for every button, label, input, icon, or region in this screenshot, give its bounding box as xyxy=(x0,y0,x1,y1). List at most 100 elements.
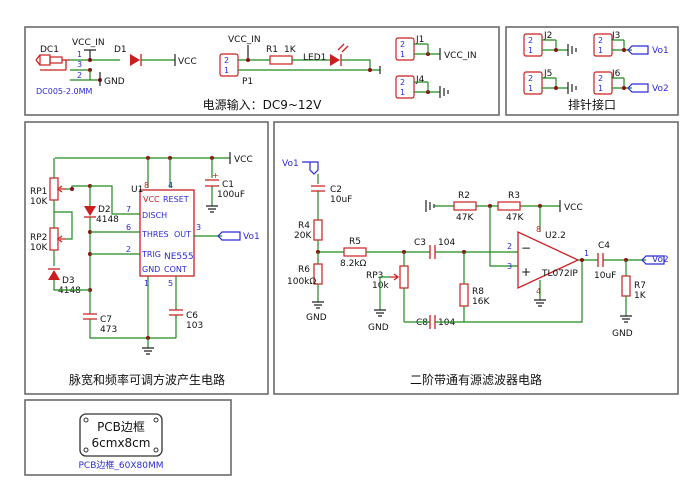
vo2-port-header: Vo2 xyxy=(652,84,669,94)
u1-pin-number-1: 1 xyxy=(144,279,149,288)
pcb-footprint: PCB边框_60X80MM xyxy=(79,459,164,471)
p1-ref: P1 xyxy=(242,77,253,87)
r1-ref: R1 xyxy=(266,45,278,55)
connector-j4: 2 1 J4 xyxy=(395,75,425,99)
u2-ref: U2.2 xyxy=(545,231,566,241)
gnd-label-filter-3: GND xyxy=(612,329,633,339)
u1-part: NE555 xyxy=(164,252,194,262)
connector-j3: 2 1 J3 xyxy=(593,31,620,57)
j2-ref: J2 xyxy=(543,31,552,41)
c6-value: 103 xyxy=(186,321,203,331)
rp3-value: 10k xyxy=(372,281,389,291)
vcc-label-filter: VCC xyxy=(564,203,583,213)
capacitor-c4: C4 10uF xyxy=(594,241,616,281)
r3-ref: R3 xyxy=(508,191,520,201)
j5-ref: J5 xyxy=(543,69,552,79)
c4-ref: C4 xyxy=(598,241,610,251)
c3-value: 104 xyxy=(438,238,455,248)
r7-value: 1K xyxy=(634,291,647,301)
u1-pin-number-5: 5 xyxy=(168,279,173,288)
u1-pin-number-6: 6 xyxy=(126,223,131,232)
d1-ref: D1 xyxy=(114,45,127,55)
square-wave-panel-title: 脉宽和频率可调方波产生电路 xyxy=(69,372,225,387)
gnd-label-power: GND xyxy=(104,77,125,87)
u2-plus-sign: + xyxy=(521,265,531,279)
vcc-in-label-1: VCC_IN xyxy=(72,38,105,48)
r4-value: 20K xyxy=(294,231,312,241)
c1-value: 100uF xyxy=(217,190,245,200)
j1-pin-2: 2 xyxy=(400,40,405,49)
connector-j2: 2 1 J2 xyxy=(523,31,552,57)
power-panel-frame xyxy=(24,26,500,116)
c6-ref: C6 xyxy=(186,311,198,321)
j4-pin-2: 2 xyxy=(400,78,405,87)
c1-plus: + xyxy=(212,171,219,180)
pcb-size: 6cmx8cm xyxy=(92,436,151,450)
c7-ref: C7 xyxy=(100,315,112,325)
potentiometer-rp1: RP1 10K xyxy=(30,177,66,207)
resistor-r8: R8 16K xyxy=(459,283,490,307)
u1-pin-number-3: 3 xyxy=(196,223,201,232)
j1-pin-1: 1 xyxy=(400,50,405,59)
dc1-pin-1: 1 xyxy=(77,50,82,59)
rp1-ref: RP1 xyxy=(30,187,47,197)
capacitor-c7: C7 473 xyxy=(83,313,117,335)
u1-pin-gnd: GND xyxy=(142,265,160,274)
j1-ref: J1 xyxy=(415,35,424,45)
square-wave-circuit: VCC + C1 100uF RP1 10K RP2 10K xyxy=(30,152,260,355)
gnd-label-filter-1: GND xyxy=(306,313,327,323)
vo1-port-header: Vo1 xyxy=(652,46,669,56)
u1-pin-trig: TRIG xyxy=(141,250,161,259)
dc1-pin-3: 3 xyxy=(77,60,82,69)
r2-ref: R2 xyxy=(458,191,470,201)
c4-value: 10uF xyxy=(594,271,616,281)
c8-value: 104 xyxy=(438,318,455,328)
capacitor-c6: C6 103 xyxy=(169,309,203,331)
j2-pin-2: 2 xyxy=(528,36,533,45)
rp2-ref: RP2 xyxy=(30,233,47,243)
resistor-r6: R6 100kΩ xyxy=(287,263,323,287)
vo2-port-filter: Vo2 xyxy=(652,255,669,265)
rp3-ref: RP3 xyxy=(366,271,383,281)
resistor-r4: R4 20K xyxy=(294,219,323,241)
r8-ref: R8 xyxy=(472,287,484,297)
square-wave-panel-frame xyxy=(24,121,269,395)
ic-u1-ne555: U1 VCC RESET DISCH THRES OUT TRIG NE555 … xyxy=(126,181,201,288)
u1-pin-number-2: 2 xyxy=(126,245,131,254)
c1-ref: C1 xyxy=(222,180,234,190)
j6-pin-2: 2 xyxy=(598,74,603,83)
pcb-outline: PCB边框 6cmx8cm PCB边框_60X80MM xyxy=(79,413,164,471)
filter-panel-frame xyxy=(273,121,679,395)
u1-pin-thres: THRES xyxy=(141,230,169,239)
vo1-port-555: Vo1 xyxy=(243,232,260,242)
u1-pin-number-4: 4 xyxy=(168,181,173,190)
j5-pin-1: 1 xyxy=(528,84,533,93)
r1-value: 1K xyxy=(284,45,297,55)
u2-pin-4: 4 xyxy=(536,287,541,296)
u1-pin-reset: RESET xyxy=(163,195,189,204)
u1-pin-number-8: 8 xyxy=(144,181,149,190)
pcb-panel-frame xyxy=(24,399,232,476)
p1-pin-2: 2 xyxy=(224,56,229,65)
resistor-r3: R3 47K xyxy=(497,191,524,223)
connector-p1: 2 1 P1 xyxy=(219,53,253,87)
pcb-title: PCB边框 xyxy=(97,420,145,434)
r6-value: 100kΩ xyxy=(287,277,316,287)
j3-pin-1: 1 xyxy=(598,46,603,55)
u2-pin-2: 2 xyxy=(507,242,512,251)
r6-ref: R6 xyxy=(298,265,310,275)
j3-ref: J3 xyxy=(611,31,620,41)
c2-ref: C2 xyxy=(330,185,342,195)
resistor-r2: R2 47K xyxy=(453,191,477,223)
c2-value: 10uF xyxy=(330,195,352,205)
connector-j1: 2 1 J1 xyxy=(395,35,424,61)
capacitor-c3: C3 104 xyxy=(414,238,455,259)
diode-d3: D3 4148 xyxy=(48,268,81,296)
u1-pin-number-7: 7 xyxy=(126,205,131,214)
dc-jack-dc1: DC1 1 3 2 DC005-2.0MM xyxy=(35,45,93,96)
capacitor-c1: + C1 100uF xyxy=(205,171,245,200)
p1-pin-1: 1 xyxy=(224,66,229,75)
c7-value: 473 xyxy=(100,325,117,335)
u2-minus-sign: − xyxy=(521,241,531,255)
